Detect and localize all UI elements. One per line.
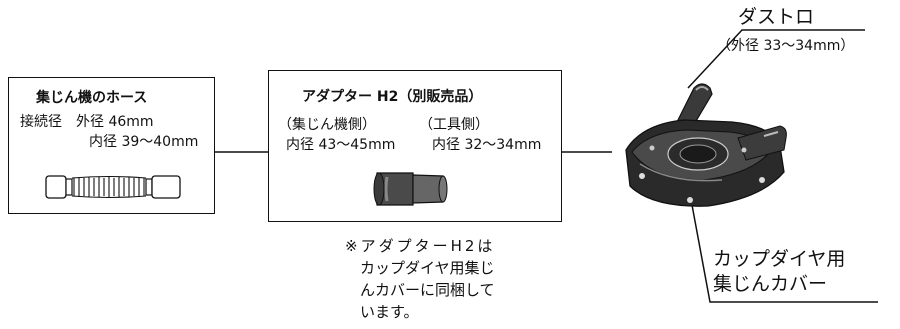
cover-label-line-2: 集じんカバー bbox=[713, 273, 828, 295]
adapter-title: アダプター H2（別販売品） bbox=[302, 89, 483, 105]
cover-label-line-1: カップダイヤ用 bbox=[713, 248, 846, 270]
adapter-tool-side-label: （工具側） bbox=[419, 117, 489, 133]
adapter-tool-side-diameter: 内径 32～34mm bbox=[432, 137, 542, 153]
cover-leader-line bbox=[691, 204, 878, 303]
dust-port-diameter: （外径 33～34mm） bbox=[717, 38, 855, 54]
dust-port-leader-line bbox=[687, 29, 865, 89]
adapter-dust-side-label: （集じん機側） bbox=[278, 117, 376, 133]
dust-port-label: ダストロ bbox=[738, 6, 815, 28]
note-line-3: んカバーに同梱して bbox=[360, 281, 495, 299]
hose-outer-diameter: 外径 46mm bbox=[76, 114, 154, 130]
adapter-box: アダプター H2（別販売品） （集じん機側） （工具側） 内径 43～45mm … bbox=[268, 70, 562, 222]
hose-inner-diameter: 内径 39～40mm bbox=[89, 134, 199, 150]
adapter-illustration bbox=[373, 172, 448, 206]
hose-box: 集じん機のホース 接続径 外径 46mm 内径 39～40mm bbox=[8, 77, 215, 214]
hose-title: 集じん機のホース bbox=[36, 90, 148, 106]
hose-connection-label: 接続径 bbox=[20, 114, 62, 130]
note-line-2: カップダイヤ用集じ bbox=[360, 259, 495, 277]
note-line-4: います。 bbox=[360, 303, 419, 321]
adapter-dust-side-diameter: 内径 43～45mm bbox=[286, 137, 396, 153]
dust-cover-illustration bbox=[625, 83, 787, 207]
note-line-1: ※アダプターH2は bbox=[345, 237, 496, 255]
hose-illustration bbox=[45, 175, 181, 199]
